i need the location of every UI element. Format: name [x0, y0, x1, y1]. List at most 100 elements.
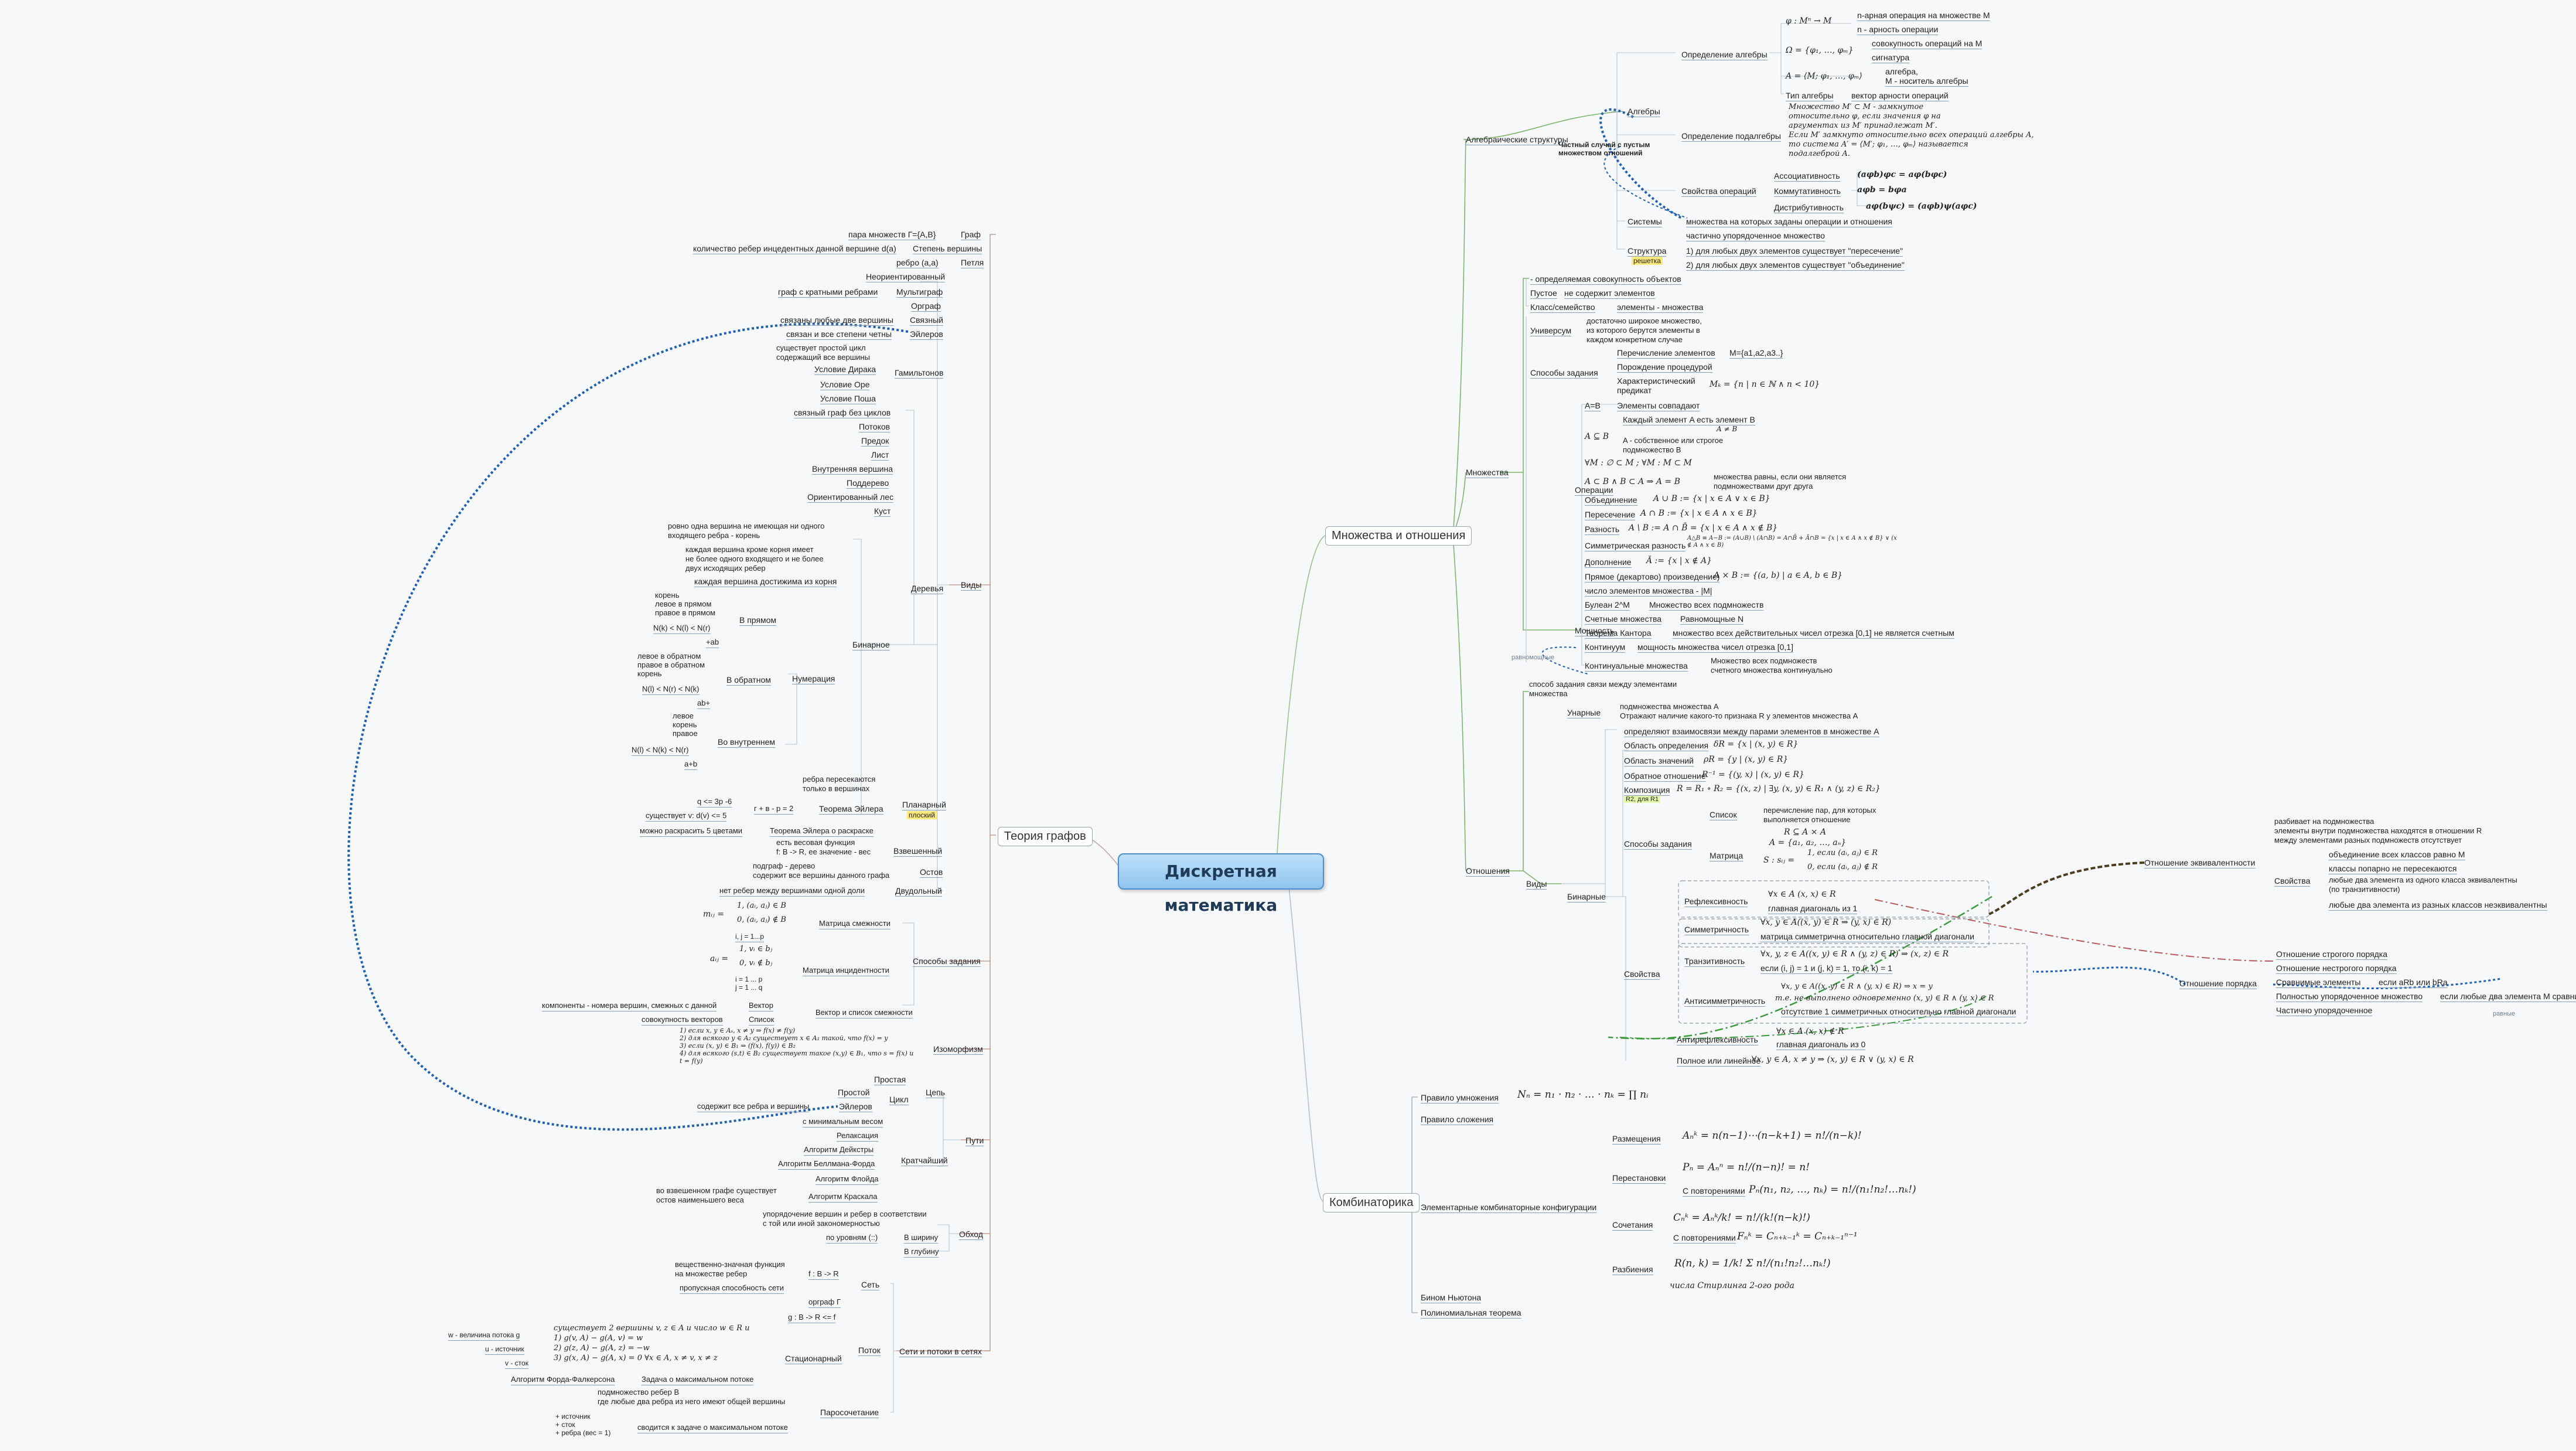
comb-with-rep: С повторениями	[1673, 1233, 1736, 1244]
A-def-formula: A = ⟨M; φ₁, …, φₘ⟩	[1786, 71, 1862, 81]
algebraic-structures[interactable]: Алгебраические структуры	[1466, 135, 1568, 145]
planar[interactable]: Планарный	[902, 800, 946, 810]
rel-matrix: Матрица	[1710, 851, 1744, 861]
assoc: Ассоциативность	[1774, 171, 1840, 182]
traversal[interactable]: Обход	[959, 1229, 983, 1240]
def-subalgebra[interactable]: Определение подалгебры	[1681, 131, 1781, 142]
branch-graph-theory[interactable]: Теория графов	[998, 827, 1093, 846]
comm-formula: aφb = bφa	[1857, 185, 1907, 195]
binary-rel[interactable]: Бинарные	[1567, 892, 1606, 902]
set-ops[interactable]: Операции	[1575, 485, 1613, 496]
sum-rule: Правило сложения	[1421, 1115, 1494, 1125]
adjacency-matrix: Матрица смежности	[819, 919, 890, 929]
networks-flows[interactable]: Сети и потоки в сетях	[899, 1347, 982, 1357]
binary-tree[interactable]: Бинарное	[852, 640, 890, 650]
graph-types[interactable]: Виды	[961, 580, 982, 591]
branch-sets-relations[interactable]: Множества и отношения	[1325, 526, 1472, 546]
euler-theorem: Теорема Эйлера	[819, 804, 883, 815]
equivalence[interactable]: Отношение эквивалентности	[2144, 858, 2256, 868]
loop: Петля	[961, 258, 984, 268]
transitivity: Транзитивность	[1684, 956, 1745, 967]
systems[interactable]: Системы	[1628, 217, 1662, 227]
reflexivity-formula: ∀x ∈ A (x, x) ∈ R	[1768, 890, 1836, 899]
degree-count: количество ребер инцедентных данной верш…	[693, 244, 896, 254]
branch-combinatorics[interactable]: Комбинаторика	[1323, 1193, 1420, 1212]
central-topic[interactable]: Дискретная математика	[1118, 853, 1324, 915]
order-relation[interactable]: Отношение порядка	[2179, 979, 2257, 989]
simple-cycle: Простой	[838, 1088, 870, 1098]
boolean: Булеан 2^M	[1585, 600, 1630, 611]
w-def: w - величина потока g	[448, 1330, 520, 1341]
reverse-example: ab+	[697, 699, 711, 709]
def-algebra[interactable]: Определение алгебры	[1681, 50, 1768, 60]
phi-formula: φ : Mⁿ → M	[1786, 16, 1832, 26]
special-case: Частный случай с пустым множеством отнош…	[1558, 141, 1650, 157]
order-partial: Частично упорядоченное	[2276, 1006, 2373, 1016]
rel-props[interactable]: Свойства	[1624, 969, 1660, 980]
list-adj-def: совокупность векторов	[642, 1015, 723, 1026]
hamiltonian: Гамильтонов	[895, 368, 944, 379]
cantor-def: множество всех действительных чисел отре…	[1673, 628, 1954, 639]
relation-types[interactable]: Виды	[1526, 879, 1547, 890]
newton-binomial: Бином Ньютона	[1421, 1293, 1482, 1303]
euler-deg5: существует v: d(v) <= 5	[646, 811, 727, 822]
equivalence-props: Свойства	[2274, 876, 2311, 887]
relations-node[interactable]: Отношения	[1466, 866, 1510, 877]
cardinality[interactable]: Мощность	[1575, 626, 1615, 636]
bfs: В ширину	[904, 1233, 939, 1244]
algebras-node[interactable]: Алгебры	[1628, 107, 1660, 117]
partial-order: частично упорядоченное множество	[1686, 231, 1825, 241]
bellman-ford: Алгоритм Беллмана-Форда	[778, 1159, 875, 1170]
sets-node[interactable]: Множества	[1466, 468, 1509, 478]
cantor: Теорема Кантора	[1585, 628, 1652, 639]
lattice-1: 1) для любых двух элементов существует "…	[1686, 246, 1903, 257]
structure[interactable]: Структура	[1628, 246, 1667, 257]
set-eq: A=B	[1585, 401, 1601, 411]
spanning-tree: Остов	[920, 867, 943, 878]
graph-ways[interactable]: Способы задания	[913, 956, 981, 967]
mat-S: S : sᵢⱼ =	[1763, 856, 1795, 865]
order-comparable-def: если aRb или bRa	[2379, 977, 2448, 988]
omega-formula: Ω = {φ₁, …, φₘ}	[1786, 46, 1854, 55]
signature: сигнатура	[1872, 53, 1910, 63]
paths[interactable]: Пути	[965, 1136, 984, 1146]
adj-range: i, j = 1...p	[735, 932, 765, 942]
mat-0: 0, если (aᵢ, aⱼ) ∉ R	[1807, 863, 1878, 871]
set-ways[interactable]: Способы задания	[1530, 368, 1598, 379]
traversal-def: упорядочение вершин и ребер в соответств…	[763, 1210, 927, 1228]
order-direct: В прямом	[739, 615, 777, 626]
relaxation: Релаксация	[837, 1131, 879, 1142]
five-color: можно раскрасить 5 цветами	[640, 826, 743, 837]
countable: Счетные множества	[1585, 614, 1662, 625]
eq-prop-2: классы попарно не пересекаются	[2329, 864, 2457, 874]
network-function: f : B -> R	[808, 1269, 839, 1280]
edge-aa: ребро (a,a)	[896, 258, 939, 268]
order-strict: Отношение строгого порядка	[2276, 949, 2388, 960]
weighted: Взвешенный	[893, 846, 943, 857]
capacity: пропускная способность сети	[680, 1283, 784, 1294]
ore-condition: Условие Оре	[820, 380, 870, 390]
eulerian: Эйлеров	[910, 329, 943, 340]
permutations-formula: Pₙ = Aₙⁿ = n!/(n−n)! = n!	[1683, 1162, 1810, 1173]
union-formula: A ∪ B := {x | x ∈ A ∨ x ∈ B}	[1653, 494, 1770, 503]
empty-set: Пустое	[1530, 288, 1557, 299]
numbering[interactable]: Нумерация	[792, 674, 835, 684]
vertex-degree: Степень вершины	[913, 244, 982, 254]
connected-def: связаны любые две вершины	[780, 315, 893, 326]
isomorphism: Изоморфизм	[933, 1044, 983, 1055]
elem-configs[interactable]: Элементарные комбинаторные конфигурации	[1421, 1203, 1597, 1213]
rel-ways[interactable]: Способы задания	[1624, 839, 1692, 850]
lattice-label: решетка	[1632, 257, 1663, 265]
connected: Связный	[910, 315, 944, 326]
operation-props[interactable]: Свойства операций	[1681, 186, 1756, 197]
empty-set-def: не содержит элементов	[1564, 288, 1655, 299]
trees[interactable]: Деревья	[911, 584, 944, 594]
equinumerous-note: равномощные	[1512, 654, 1555, 661]
mult-formula: Nₙ = n₁ · n₂ · … · nₖ = ∏ nᵢ	[1517, 1089, 1649, 1101]
